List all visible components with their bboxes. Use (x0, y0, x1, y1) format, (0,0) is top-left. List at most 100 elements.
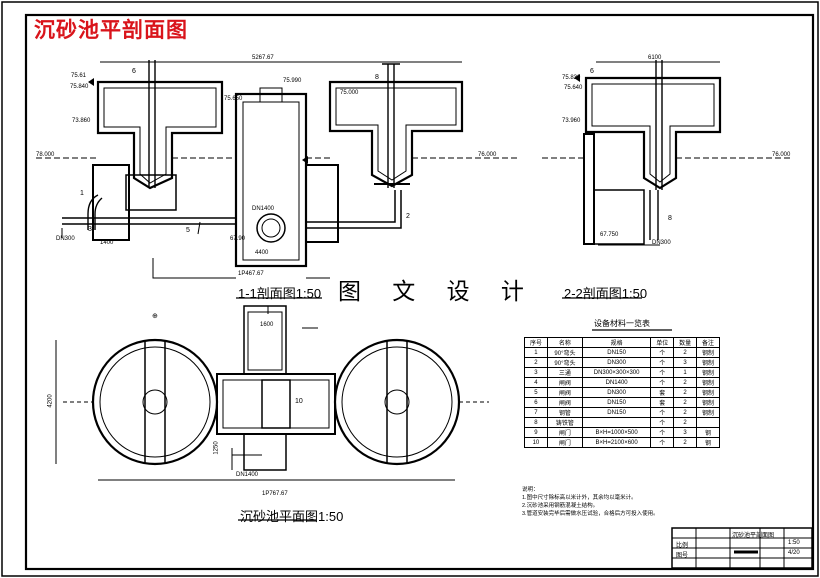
bom-cell: 个 (650, 437, 675, 448)
bom-cell: 5 (524, 387, 548, 398)
bom-cell: 闸阀 (546, 377, 583, 388)
titleblock-scale: 1:50 (788, 540, 800, 546)
bom-cell: 2 (673, 397, 698, 408)
bom-cell: 钢制 (696, 377, 720, 388)
bom-cell: 个 (650, 377, 675, 388)
bom-cell: 90°弯头 (546, 347, 583, 358)
plan-tag-10: 10 (295, 398, 303, 405)
section-1-title: 1-1剖面图1:50 (238, 286, 322, 301)
plan-dim-1250: 1250 (213, 441, 220, 455)
bom-cell: 3 (673, 357, 698, 368)
bom-cell: 套 (650, 387, 675, 398)
bom-cell: 钢制 (696, 387, 720, 398)
s2-pipe-dn300: DN300 (652, 240, 671, 246)
bom-cell: DN150 (581, 347, 652, 358)
s1-dim-1400: 1400 (100, 240, 114, 246)
plan-tag-a: ⊕ (152, 313, 158, 320)
bom-cell: 2 (673, 387, 698, 398)
bom-header: 序号 (524, 337, 548, 348)
bom-header: 规格 (581, 337, 652, 348)
note-3: 3.管道安装完毕后需做水压试验，合格后方可投入使用。 (522, 511, 659, 517)
s1-tag-2: 2 (406, 213, 410, 220)
bom-cell: B×H=2100×600 (581, 437, 652, 448)
bom-cell: DN150 (581, 407, 652, 418)
bom-cell: 2 (673, 377, 698, 388)
bom-cell: 2 (673, 347, 698, 358)
section-2-title: 2-2剖面图1:50 (564, 286, 648, 301)
s1-elev-a: 75.61 (71, 73, 87, 79)
bom-cell: 钢制 (696, 407, 720, 418)
bom-cell: 3 (524, 367, 548, 378)
bom-header: 备注 (696, 337, 720, 348)
bom-header: 单位 (650, 337, 675, 348)
titleblock-scale-label: 比例 (676, 543, 689, 549)
bom-cell: 钢制 (696, 367, 720, 378)
bom-header: 数量 (673, 337, 698, 348)
bom-cell: 个 (650, 407, 675, 418)
bom-cell: DN300 (581, 357, 652, 368)
plan-dim-width: 1P767.67 (262, 491, 288, 497)
bom-cell: 4 (524, 377, 548, 388)
bom-cell: DN300×300×300 (581, 367, 652, 378)
note-1: 1.图中尺寸除标高以米计外，其余均以毫米计。 (522, 495, 637, 501)
s1-elev-e: 75.990 (283, 78, 302, 84)
drawing-title: 沉砂池平剖面图 (34, 17, 188, 42)
bom-cell: 个 (650, 427, 675, 438)
plan-title: 沉砂池平面图1:50 (240, 509, 344, 524)
s1-dim-bottom: 1P467.67 (238, 271, 264, 277)
s2-elev-b: 75.640 (564, 85, 583, 91)
s1-dim-top: 5267.67 (252, 55, 274, 61)
bom-cell: 90°弯头 (546, 357, 583, 368)
bom-cell: 个 (650, 357, 675, 368)
s1-elev-bottom: 67.90 (230, 236, 246, 242)
s2-elev-bottom: 67.750 (600, 232, 619, 238)
drawing-notes: 说明： 1.图中尺寸除标高以米计外，其余均以毫米计。 2.沉砂池采用钢筋混凝土结… (522, 486, 659, 518)
s2-elev-ground: 76.000 (772, 152, 791, 158)
s1-elev-ground: 78.000 (36, 152, 55, 158)
s1-elev-c: 73.860 (72, 118, 91, 124)
bom-cell: 闸门 (546, 427, 583, 438)
titleblock-sheet: 4/20 (788, 550, 800, 556)
plan-dim-4200: 4200 (47, 394, 54, 408)
bom-cell: 铸铁管 (546, 417, 583, 428)
s2-elev-a: 75.830 (562, 75, 581, 81)
bom-cell: 2 (524, 357, 548, 368)
s1-tag-3: 3 (88, 226, 92, 233)
bom-cell: 钢制 (696, 347, 720, 358)
bom-cell: B×H=1000×500 (581, 427, 652, 438)
bom-header-row: 序号 名称 规格 单位 数量 备注 (524, 337, 720, 348)
bom-cell: 1 (524, 347, 548, 358)
s1-pipe-dn300: DN300 (56, 236, 75, 242)
note-2: 2.沉砂池采用钢筋混凝土结构。 (522, 503, 599, 509)
bom-cell: 钢制 (696, 357, 720, 368)
bom-cell: 2 (673, 407, 698, 418)
s1-tag-1: 1 (80, 190, 84, 197)
bom-cell: 闸门 (546, 437, 583, 448)
s1-tag-8: 8 (375, 74, 379, 81)
s1-tag-6: 6 (132, 68, 136, 75)
bom-cell: 10 (524, 437, 548, 448)
bom-cell: 闸阀 (546, 387, 583, 398)
bom-cell: 钢制 (696, 397, 720, 408)
titleblock-name: 沉砂池平剖面图 (732, 533, 775, 539)
s1-pipe-dn1400: DN1400 (252, 206, 275, 212)
notes-head: 说明： (522, 487, 539, 493)
bom-cell: 个 (650, 367, 675, 378)
bom-cell: 1 (673, 367, 698, 378)
bom-cell: DN150 (581, 397, 652, 408)
s2-tag-8: 8 (668, 215, 672, 222)
bom-cell: 钢管 (546, 407, 583, 418)
bom-cell: 钢 (696, 427, 720, 438)
bom-cell: 个 (650, 347, 675, 358)
bom-title: 设备材料一览表 (594, 319, 650, 328)
